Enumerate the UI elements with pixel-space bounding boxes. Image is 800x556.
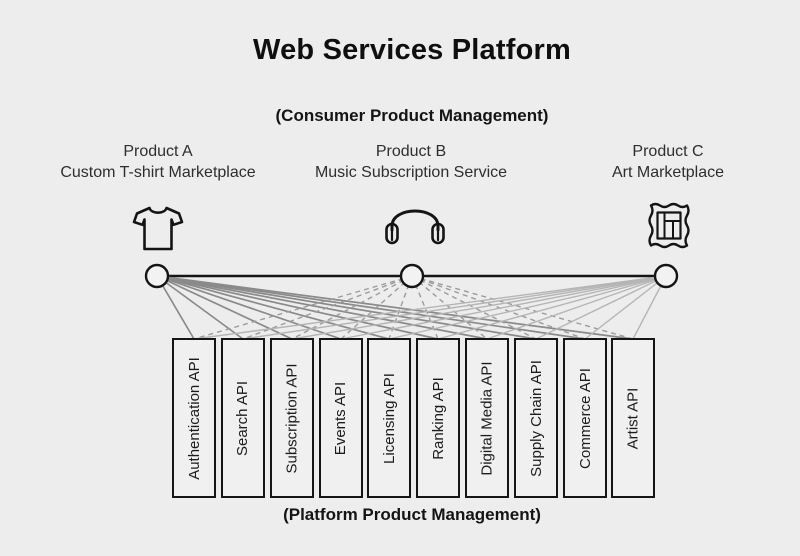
platform-product-management-label: (Platform Product Management) [283, 505, 541, 524]
connection-line [388, 275, 667, 340]
connection-line [242, 275, 413, 340]
fan-lines [156, 275, 667, 340]
product-a-node [144, 263, 170, 289]
api-label: Commerce API [576, 367, 594, 469]
connection-line [291, 275, 667, 340]
api-label: Artist API [624, 387, 642, 449]
api-box-search: Search API [221, 338, 265, 498]
connection-line [535, 275, 667, 340]
product-a-label: Product A Custom T-shirt Marketplace [28, 141, 288, 183]
api-box-artist: Artist API [611, 338, 655, 498]
connection-line [193, 275, 667, 340]
api-label: Supply Chain API [527, 359, 545, 477]
connection-line [156, 275, 342, 340]
api-label: Search API [234, 380, 252, 456]
product-a-subtitle: Custom T-shirt Marketplace [60, 164, 256, 181]
api-box-authentication: Authentication API [172, 338, 216, 498]
product-b-name: Product B [375, 143, 447, 160]
api-label: Authentication API [185, 356, 203, 480]
product-b-label: Product B Music Subscription Service [281, 141, 541, 183]
api-label: Digital Media API [478, 360, 496, 476]
connection-line [411, 275, 634, 340]
api-label: Licensing API [380, 372, 398, 464]
tshirt-icon [132, 205, 184, 252]
headphones-icon [383, 202, 447, 247]
api-box-licensing: Licensing API [367, 338, 411, 498]
api-box-digital-media: Digital Media API [465, 338, 509, 498]
product-c-label: Product C Art Marketplace [538, 141, 798, 183]
product-b-node [399, 263, 425, 289]
api-label: Events API [332, 381, 350, 455]
product-a-name: Product A [123, 143, 193, 160]
api-box-events: Events API [319, 338, 363, 498]
product-c-node [653, 263, 679, 289]
api-label: Ranking API [429, 376, 447, 460]
product-c-subtitle: Art Marketplace [611, 164, 725, 181]
product-b-subtitle: Music Subscription Service [314, 164, 508, 181]
api-box-ranking: Ranking API [416, 338, 460, 498]
connection-line [340, 275, 667, 340]
picture-frame-icon [647, 201, 691, 250]
connection-line [156, 275, 634, 340]
connection-line [156, 275, 537, 340]
api-box-commerce: Commerce API [563, 338, 607, 498]
api-label: Subscription API [283, 362, 301, 474]
connection-line [156, 275, 439, 340]
page-title: Web Services Platform [253, 34, 571, 66]
consumer-product-management-label: (Consumer Product Management) [275, 106, 549, 125]
connection-line [193, 275, 413, 340]
connection-line [242, 275, 667, 340]
connection-line [486, 275, 667, 340]
connection-line [156, 275, 488, 340]
connection-line [340, 275, 413, 340]
product-c-name: Product C [632, 143, 704, 160]
connection-line [156, 275, 586, 340]
api-box-supply-chain: Supply Chain API [514, 338, 558, 498]
connection-line [437, 275, 667, 340]
connection-line [584, 275, 667, 340]
api-box-subscription: Subscription API [270, 338, 314, 498]
